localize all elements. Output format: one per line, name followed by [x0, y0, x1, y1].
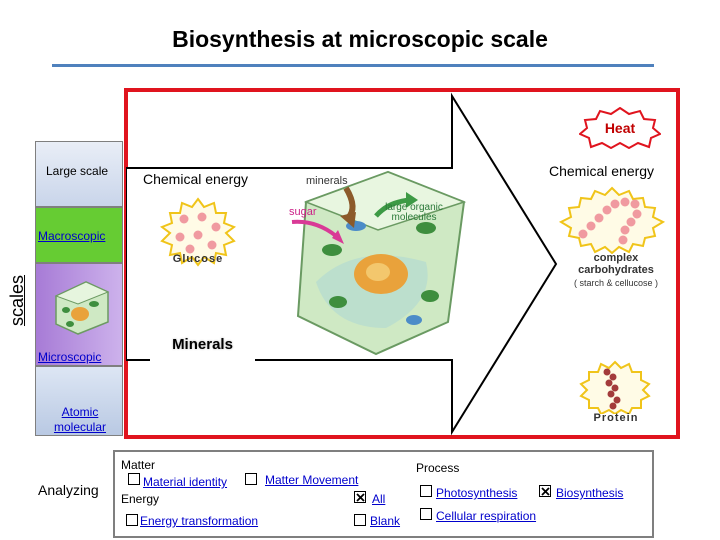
biosynthesis-option[interactable]: Biosynthesis — [556, 486, 624, 500]
scale-microscopic[interactable]: Microscopic — [35, 263, 123, 366]
chemical-energy-left-label: Chemical energy — [143, 171, 249, 187]
protein-label: Protein — [593, 412, 639, 424]
protein-molecule-image — [579, 360, 651, 414]
blank-option[interactable]: Blank — [370, 514, 401, 528]
sugar-arrow-label: sugar — [289, 206, 317, 218]
scale-macroscopic-label[interactable]: Macroscopic — [38, 229, 106, 243]
checked-x-icon — [355, 492, 365, 502]
scale-large: Large scale — [35, 141, 123, 207]
scale-large-label: Large scale — [46, 164, 109, 178]
page-title: Biosynthesis at microscopic scale — [172, 26, 548, 52]
photosynthesis-checkbox[interactable] — [420, 485, 432, 497]
scales-axis-label: scales — [7, 274, 28, 327]
minerals-arrow-label: minerals — [306, 175, 348, 187]
matter-movement-option[interactable]: Matter Movement — [265, 473, 359, 487]
scale-microscopic-label[interactable]: Microscopic — [38, 350, 102, 364]
checked-x-icon — [540, 486, 550, 496]
title-underline — [52, 64, 654, 67]
energy-heading: Energy — [121, 492, 160, 506]
complex-carbohydrates-image — [558, 186, 666, 254]
process-heading: Process — [416, 461, 460, 475]
scale-macroscopic[interactable]: Macroscopic — [35, 207, 123, 263]
matter-heading: Matter — [121, 458, 156, 472]
plant-cell-image — [291, 170, 467, 356]
glucose-label: Glucose — [172, 253, 224, 265]
biosynthesis-checkbox[interactable] — [539, 485, 551, 497]
photosynthesis-option[interactable]: Photosynthesis — [436, 486, 518, 500]
material-identity-checkbox[interactable] — [128, 473, 140, 485]
heat-label: Heat — [604, 120, 636, 136]
large-organic-molecules-label: large organic molecules — [385, 202, 443, 223]
glucose-molecule-image — [159, 197, 237, 267]
all-option[interactable]: All — [372, 492, 386, 506]
blank-checkbox[interactable] — [354, 514, 366, 526]
scale-atomic-molecular[interactable]: Atomic molecular — [35, 366, 123, 436]
cellular-respiration-option[interactable]: Cellular respiration — [436, 509, 537, 523]
mini-plant-cell-image — [54, 281, 110, 335]
scale-atomic-label[interactable]: Atomic molecular — [53, 405, 107, 434]
heat-badge: Heat — [579, 107, 661, 149]
material-identity-option[interactable]: Material identity — [143, 475, 228, 489]
minerals-box: Minerals — [150, 327, 255, 362]
all-checkbox[interactable] — [354, 491, 366, 503]
heat-burst-icon — [579, 107, 661, 149]
cellular-respiration-checkbox[interactable] — [420, 508, 432, 520]
complex-carbohydrates-note: ( starch & cellucose ) — [573, 278, 659, 288]
analyzing-label: Analyzing — [38, 482, 99, 498]
matter-movement-checkbox[interactable] — [245, 473, 257, 485]
energy-transformation-option[interactable]: Energy transformation — [140, 514, 259, 528]
chemical-energy-right-label: Chemical energy — [549, 163, 655, 179]
transformation-arrow — [126, 92, 558, 436]
analysis-panel — [113, 450, 654, 538]
complex-carbohydrates-label: complex carbohydrates — [578, 252, 654, 276]
energy-transformation-checkbox[interactable] — [126, 514, 138, 526]
